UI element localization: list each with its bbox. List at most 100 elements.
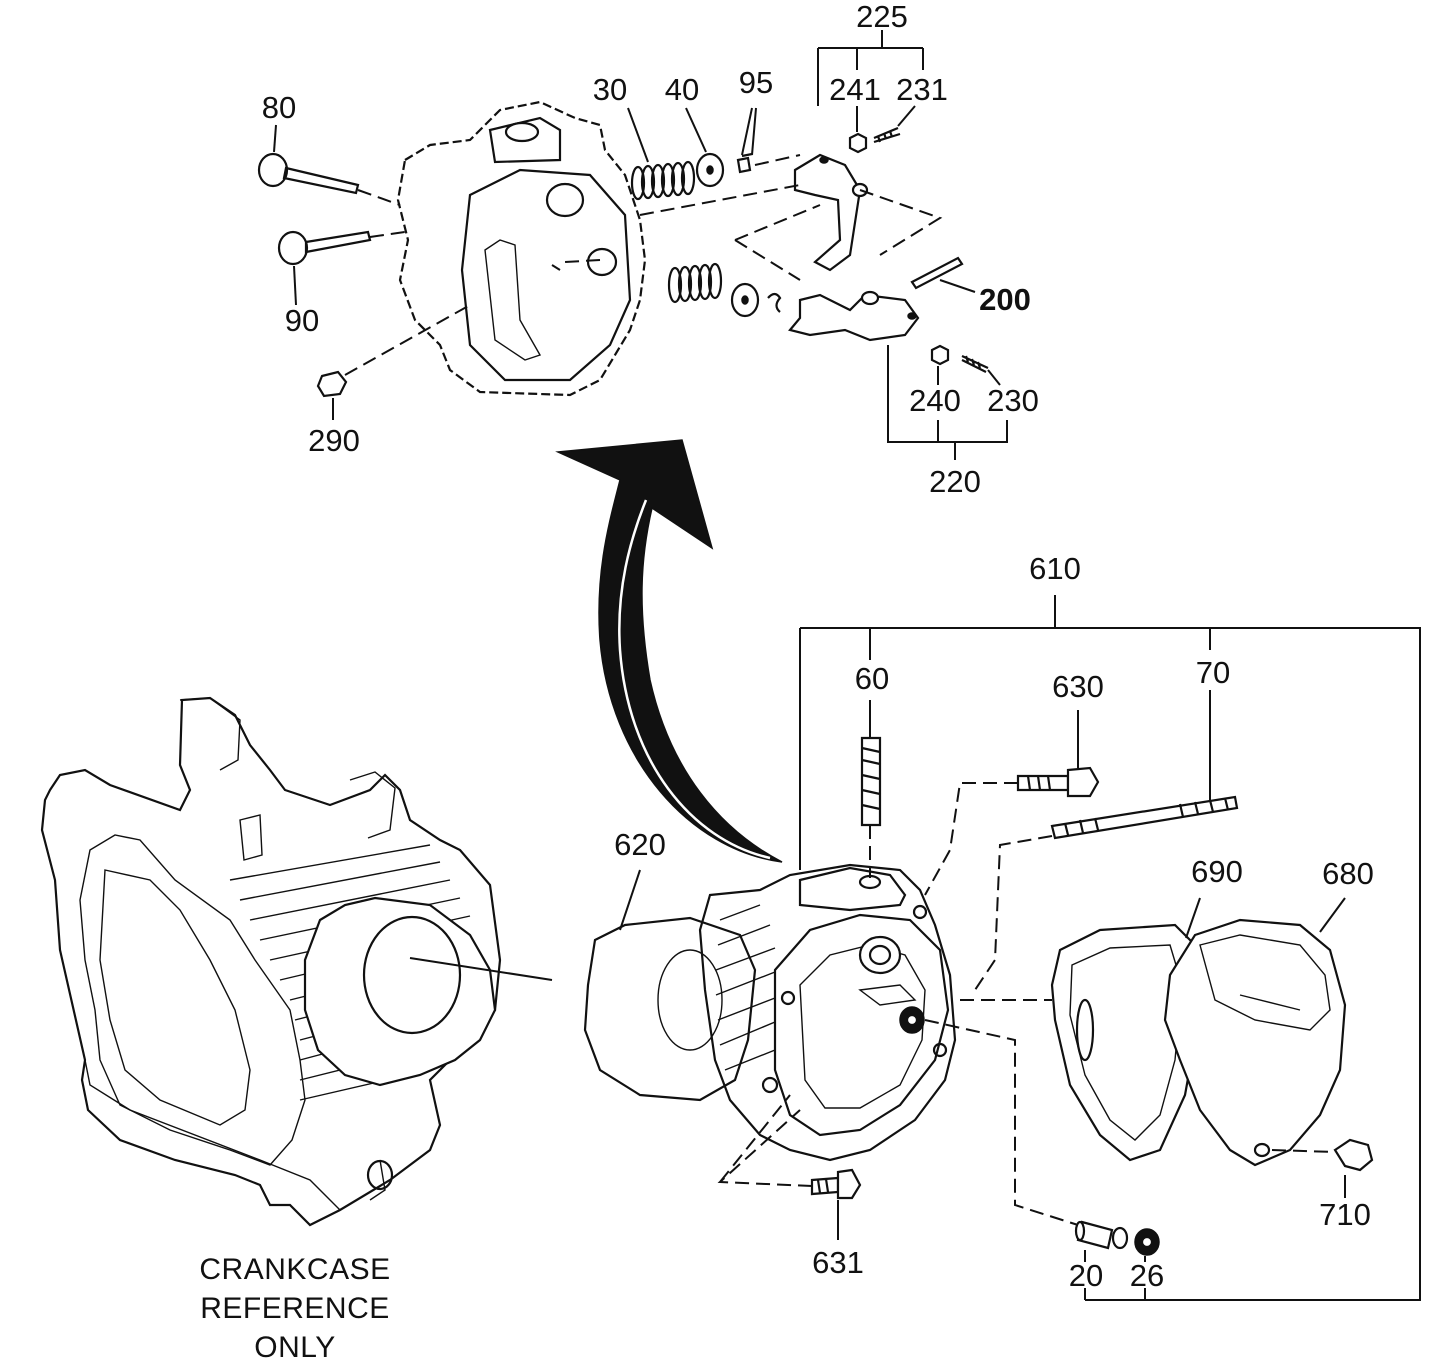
cover-bolt-710-shape bbox=[1333, 1138, 1374, 1172]
label-225: 225 bbox=[856, 0, 908, 34]
label-630: 630 bbox=[1052, 669, 1104, 704]
head-bolt-guide-line bbox=[344, 304, 471, 376]
head-gasket-bore-shape bbox=[657, 949, 723, 1051]
label-690: 690 bbox=[1191, 854, 1243, 889]
stud-70-shape bbox=[1050, 795, 1239, 840]
cylinder-flange-shape bbox=[303, 896, 497, 1087]
label-80: 80 bbox=[262, 90, 296, 125]
label-30: 30 bbox=[593, 72, 627, 107]
crankcase-base-shape bbox=[84, 1059, 386, 1211]
leader-95-lower bbox=[751, 107, 757, 156]
bolt-631-shape bbox=[810, 1176, 840, 1196]
cover-bolt-guide-line bbox=[1271, 1149, 1336, 1153]
head-assembly-left-hole-shape bbox=[780, 990, 796, 1006]
bolt-630-head-shape bbox=[1066, 766, 1100, 798]
crankcase-face-shape bbox=[79, 834, 306, 1166]
rocker-cover-gasket-slot-shape bbox=[1075, 998, 1095, 1062]
lower-rocker-arm-shape bbox=[788, 293, 920, 342]
bolt-630-shape bbox=[1016, 774, 1070, 792]
dowel-guide-line bbox=[924, 1019, 1079, 1226]
head-assembly-lower-valve-inner-shape bbox=[905, 1013, 919, 1027]
crankcase-top-boss-shape bbox=[179, 697, 396, 861]
head-assembly-rocker-boss-shape bbox=[798, 866, 907, 912]
bolt-631-guide-line bbox=[717, 1094, 813, 1187]
leader-95-upper bbox=[741, 107, 753, 156]
cylinder-head-assembly bbox=[698, 863, 957, 1162]
head-assembly-right-hole-shape bbox=[932, 1042, 948, 1058]
arrow-highlight-shape bbox=[618, 499, 771, 860]
crankcase-reference bbox=[40, 696, 553, 1227]
exhaust-valve-head-shape bbox=[277, 230, 309, 266]
head-inner-recess-shape bbox=[484, 239, 542, 361]
label-290: 290 bbox=[308, 423, 360, 458]
label-90: 90 bbox=[285, 303, 319, 338]
bolt-630-guide-line bbox=[924, 782, 1018, 896]
intake-valve-guide-line bbox=[357, 189, 401, 206]
stud-60-shape bbox=[860, 736, 882, 827]
dowel-pin-20-end-shape bbox=[1074, 1220, 1086, 1242]
arrow-body-shape bbox=[555, 439, 783, 863]
rocker-pivot-pin-shape bbox=[910, 256, 964, 290]
head-assembly-upper-valve-shape bbox=[858, 935, 902, 975]
lower-rocker-pivot-shape bbox=[860, 290, 880, 306]
lower-valve-port-shape bbox=[586, 247, 618, 277]
lower-valve-spring-shape bbox=[667, 262, 723, 304]
head-assembly-outline-shape bbox=[698, 863, 957, 1162]
curved-arrow bbox=[555, 439, 783, 863]
exhaust-valve-guide-line bbox=[369, 231, 406, 238]
label-610: 610 bbox=[1029, 551, 1081, 586]
rocker-cover-gasket-690-shape bbox=[1050, 923, 1202, 1162]
label-95: 95 bbox=[739, 65, 773, 100]
rocker-cover-top-shape bbox=[1199, 934, 1331, 1031]
label-710: 710 bbox=[1319, 1197, 1371, 1232]
leader-90 bbox=[293, 265, 297, 306]
bracket-610 bbox=[799, 595, 1421, 1301]
head-assembly-upper-valve-inner-shape bbox=[868, 944, 892, 966]
lower-rocker-adjuster-shape bbox=[907, 312, 917, 320]
label-231: 231 bbox=[896, 72, 948, 107]
label-230: 230 bbox=[987, 383, 1039, 418]
label-70: 70 bbox=[1196, 655, 1230, 690]
head-outline-shape bbox=[396, 100, 647, 397]
upper-retainer-hole-shape bbox=[706, 165, 714, 175]
head-inner-frame-shape bbox=[460, 168, 632, 382]
bore-pointer-line bbox=[409, 957, 553, 981]
washer-20-shape bbox=[1111, 1226, 1129, 1250]
bracket-225 bbox=[817, 30, 924, 106]
head-assembly-rocker-shape bbox=[858, 984, 917, 1006]
bolt-631-head-shape bbox=[836, 1168, 862, 1200]
label-20: 20 bbox=[1069, 1258, 1103, 1293]
lower-retainer-hole-shape bbox=[741, 295, 749, 305]
label-220: 220 bbox=[929, 464, 981, 499]
leader-230 bbox=[987, 369, 1001, 386]
upper-jam-nut-shape bbox=[848, 132, 868, 154]
cylinder-head-detail bbox=[257, 30, 1008, 460]
upper-rocker-adjuster-shape bbox=[819, 156, 829, 164]
label-240: 240 bbox=[909, 383, 961, 418]
label-620: 620 bbox=[614, 827, 666, 862]
rocker-cover-gasket-inner-shape bbox=[1069, 944, 1183, 1141]
bracket-220 bbox=[887, 345, 1008, 460]
intake-valve-head-shape bbox=[257, 152, 289, 188]
leader-80 bbox=[273, 124, 277, 153]
head-bolt-290-shape bbox=[316, 370, 348, 398]
label-241: 241 bbox=[829, 72, 881, 107]
caption-line-1: CRANKCASE bbox=[199, 1253, 390, 1286]
crankcase-inner-face-shape bbox=[99, 869, 251, 1126]
rocker-boss-hole-shape bbox=[504, 121, 540, 143]
cylinder-bore-shape bbox=[362, 915, 462, 1035]
nut-26-hole-shape bbox=[1140, 1235, 1154, 1249]
head-gasket-620-shape bbox=[583, 916, 757, 1102]
stud-70-guide-line bbox=[974, 835, 1053, 991]
label-200: 200 bbox=[979, 282, 1031, 317]
upper-valve-keeper-shape bbox=[736, 152, 753, 174]
upper-rocker-arm-shape bbox=[793, 153, 862, 272]
head-assembly-bottom-hole-shape bbox=[761, 1076, 779, 1094]
leader-200 bbox=[939, 279, 976, 293]
lower-adjusting-screw-shape bbox=[961, 355, 989, 373]
head-assembly-top-right-hole-shape bbox=[912, 904, 928, 920]
leader-30 bbox=[627, 107, 649, 163]
leader-690 bbox=[1185, 897, 1201, 939]
leader-680 bbox=[1319, 897, 1346, 933]
